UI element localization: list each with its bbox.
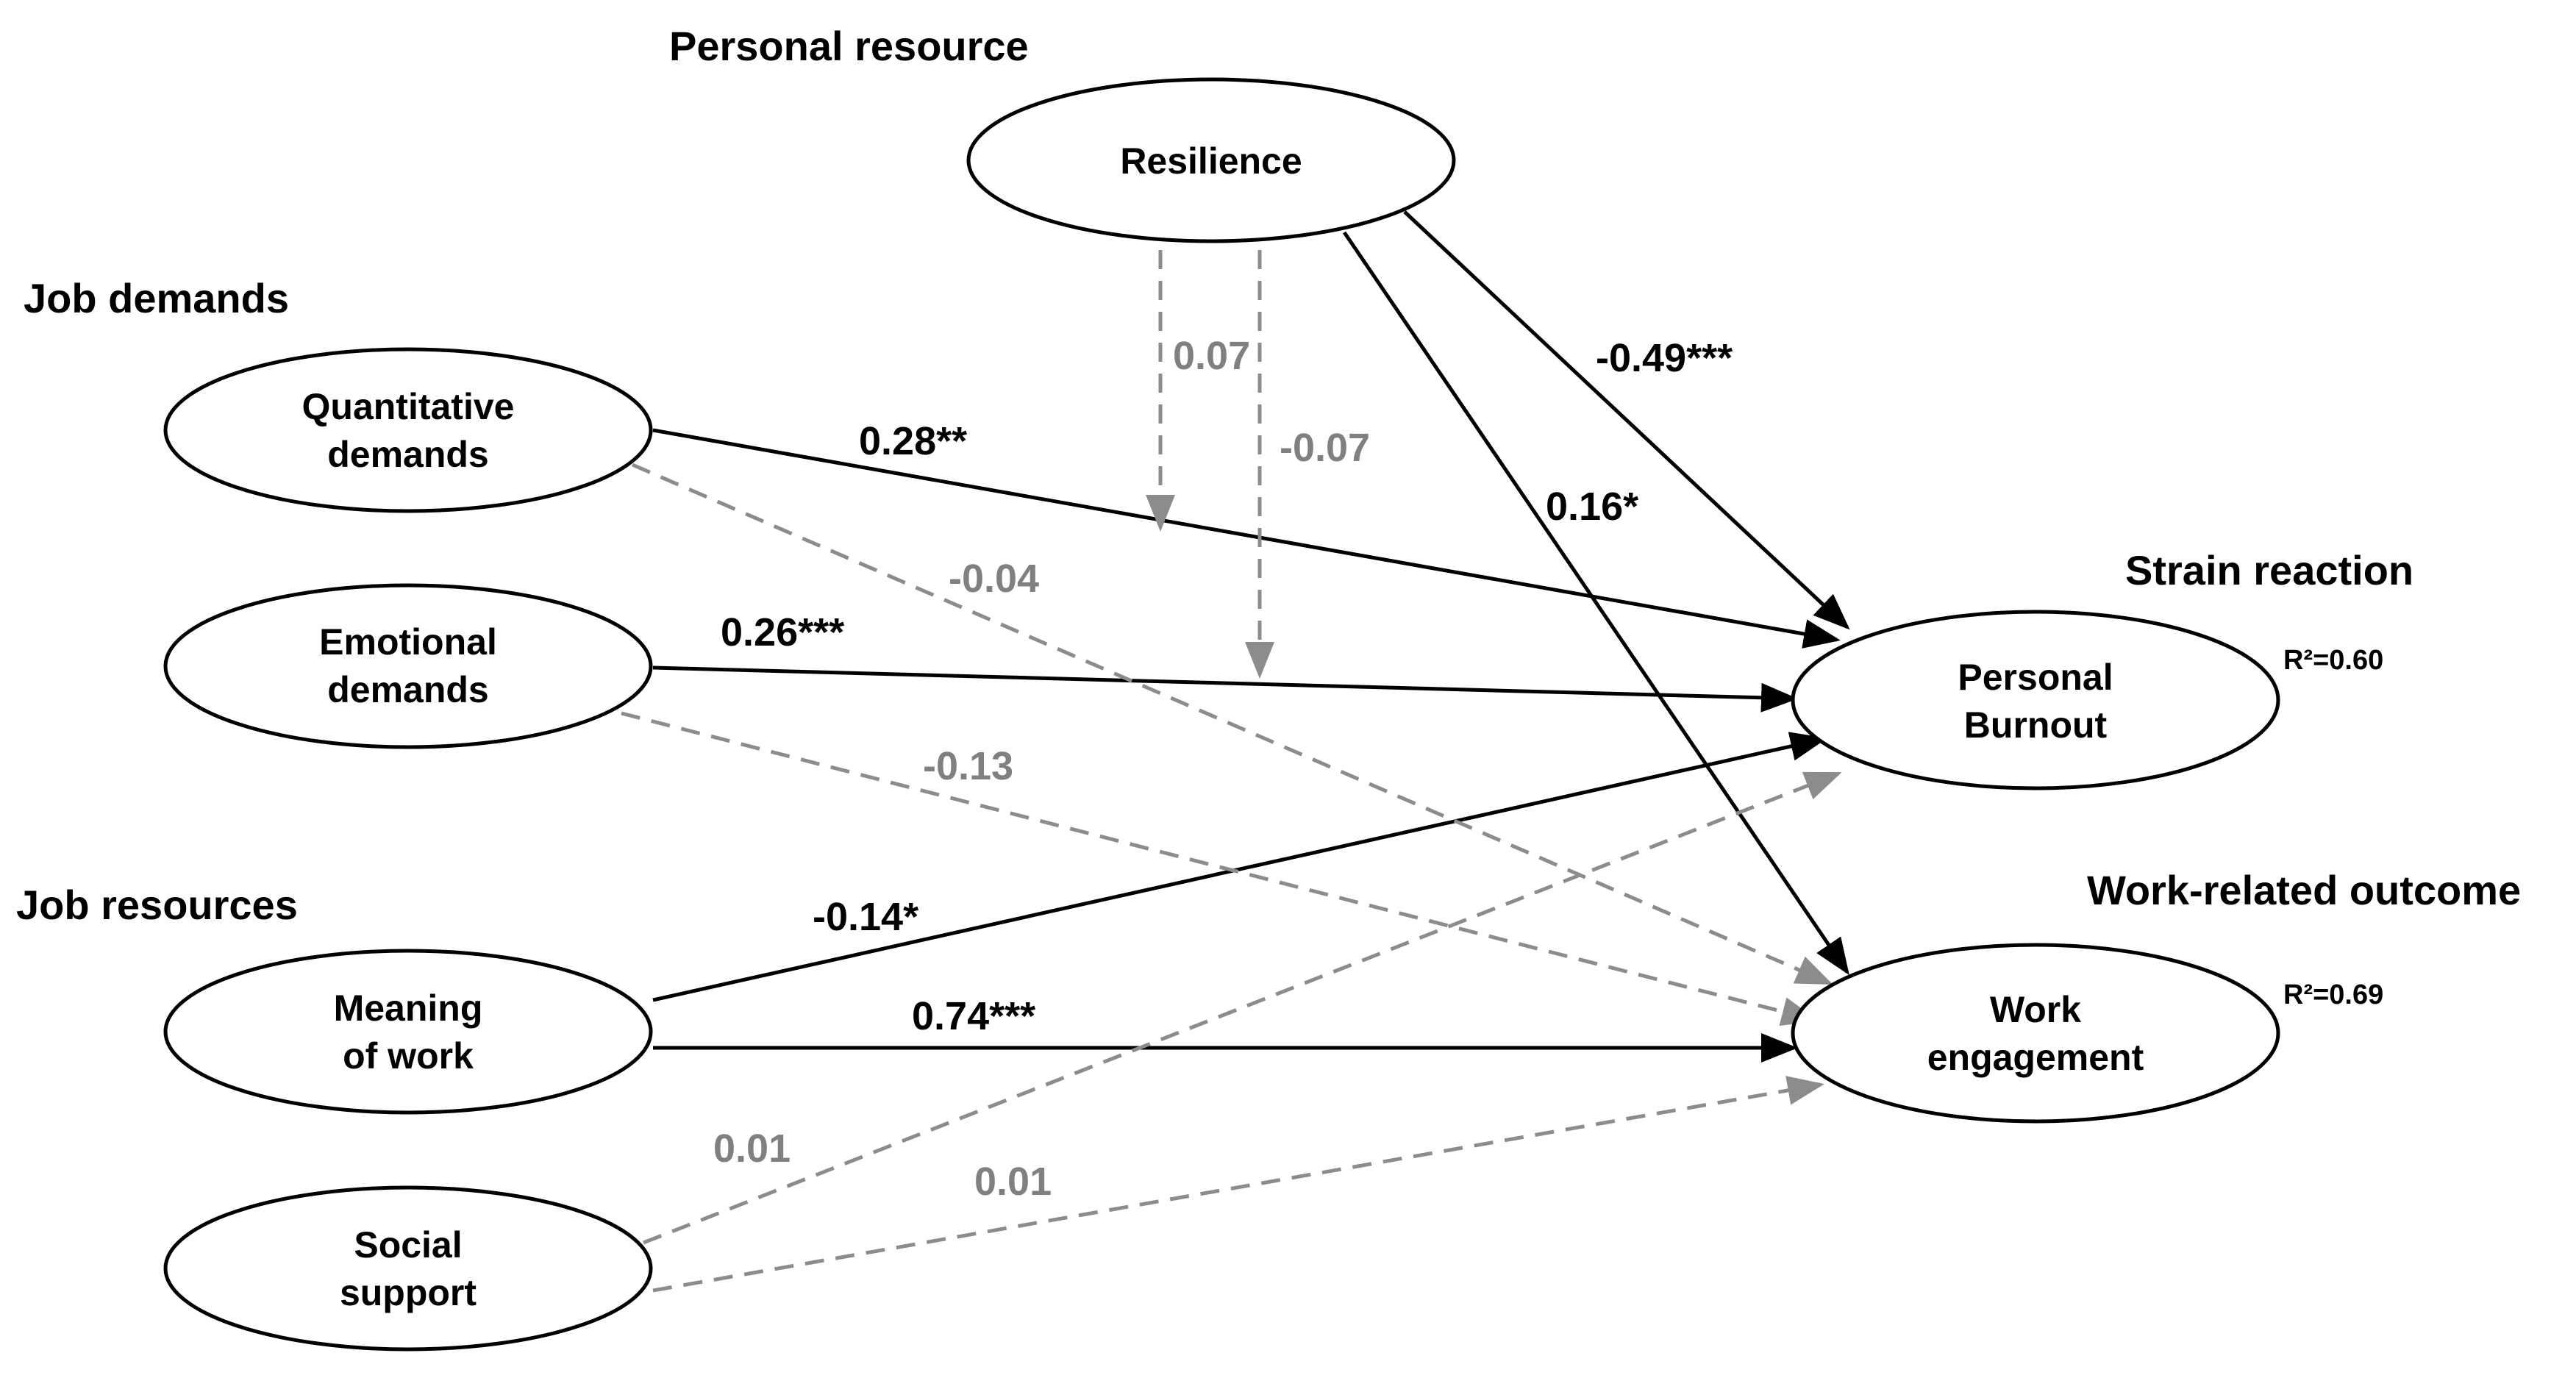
node-work-engagement-line2: engagement [1927,1037,2144,1078]
group-label-personal-resource: Personal resource [669,23,1029,69]
coef-meaning-burnout: -0.14* [813,895,918,939]
node-work-engagement: Work engagement [1791,943,2280,1124]
coef-quantitative-engagement: -0.04 [949,557,1039,601]
node-social-support-line2: support [340,1272,477,1313]
node-quantitative-demands-line1: Quantitative [302,386,515,427]
group-label-job-resources: Job resources [16,882,298,928]
node-emotional-demands-line1: Emotional [319,621,497,663]
coef-meaning-engagement: 0.74*** [912,994,1035,1038]
group-label-work-outcome: Work-related outcome [2087,867,2521,913]
node-social-support: Social support [163,1185,653,1352]
node-work-engagement-line1: Work [1990,989,2081,1030]
path-emotional-to-burnout [652,665,1798,713]
path-emotional-to-engagement [621,711,1819,1027]
r-squared-burnout: R²=0.60 [2283,645,2383,676]
node-resilience: Resilience [966,77,1456,243]
node-resilience-label: Resilience [1120,140,1302,182]
node-quantitative-demands: Quantitative demands [163,347,653,513]
path-social-to-engagement [652,1076,1824,1293]
coef-emotional-burnout: 0.26*** [721,610,844,654]
coef-emotional-engagement: -0.13 [923,744,1013,788]
coef-resilience-moderation-quantitative: 0.07 [1173,334,1250,378]
coef-resilience-moderation-emotional: -0.07 [1280,426,1370,470]
path-social-to-burnout [643,771,1842,1245]
node-social-support-line1: Social [354,1224,462,1265]
group-label-strain-reaction: Strain reaction [2125,547,2413,593]
node-meaning-of-work: Meaning of work [163,949,653,1115]
node-quantitative-demands-line2: demands [327,434,489,475]
path-resilience-to-engagement [1342,231,1849,976]
coef-social-burnout: 0.01 [713,1127,791,1171]
path-quantitative-to-burnout [652,428,1841,649]
r-squared-engagement: R²=0.69 [2283,979,2383,1010]
node-meaning-of-work-line1: Meaning [334,988,483,1029]
node-personal-burnout: Personal Burnout [1791,610,2280,790]
coef-social-engagement: 0.01 [974,1160,1052,1204]
path-quantitative-to-engagement [632,463,1833,985]
path-resilience-to-burnout [1403,210,1850,630]
coef-resilience-engagement: 0.16* [1546,485,1638,529]
group-label-job-demands: Job demands [24,275,289,321]
path-meaning-to-burnout [652,732,1827,1002]
node-emotional-demands: Emotional demands [163,583,653,749]
coef-resilience-burnout: -0.49*** [1596,336,1733,380]
node-emotional-demands-line2: demands [327,669,489,710]
node-personal-burnout-line1: Personal [1958,657,2113,698]
node-personal-burnout-line2: Burnout [1964,704,2108,746]
paths-layer [621,210,1850,1293]
coef-quantitative-burnout: 0.28** [859,419,967,463]
node-meaning-of-work-line2: of work [343,1035,474,1077]
